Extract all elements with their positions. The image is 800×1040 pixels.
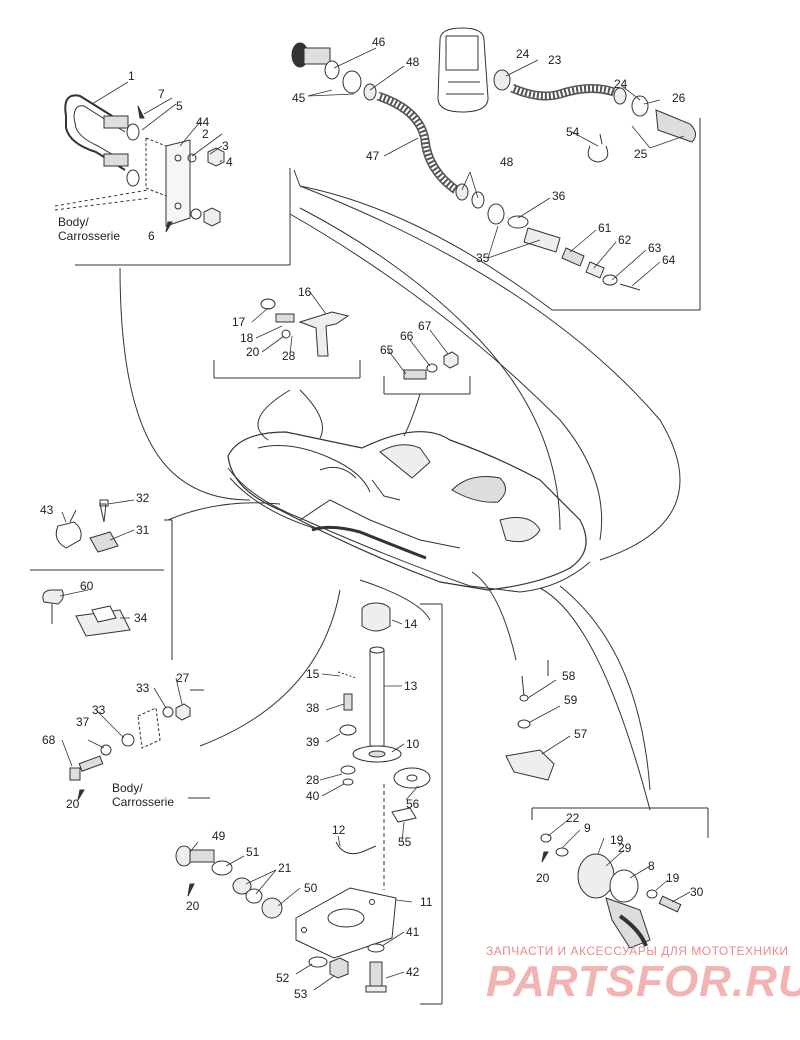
- callout-20b: 20: [66, 797, 80, 811]
- callout-8: 8: [648, 859, 655, 873]
- callout-51: 51: [246, 845, 260, 859]
- callout-37: 37: [76, 715, 90, 729]
- callout-47: 47: [366, 149, 380, 163]
- callout-13: 13: [404, 679, 418, 693]
- callout-45: 45: [292, 91, 306, 105]
- callout-36: 36: [552, 189, 566, 203]
- callout-3: 3: [222, 139, 229, 153]
- u-bolt-assembly: [54, 94, 291, 266]
- body-label-1-line2: Carrosserie: [58, 229, 120, 243]
- callout-58: 58: [562, 669, 576, 683]
- lower-left-fasteners: [69, 689, 210, 801]
- callout-66: 66: [400, 329, 414, 343]
- callout-15: 15: [306, 667, 320, 681]
- callout-24a: 24: [516, 47, 530, 61]
- callout-48b: 48: [500, 155, 514, 169]
- callout-59: 59: [564, 693, 578, 707]
- callout-29: 29: [618, 841, 632, 855]
- callout-21: 21: [278, 861, 292, 875]
- callout-numbers: 1 2 3 4 5 6 7 8 9 10 11 12 13 14 15 16 1…: [40, 35, 704, 1001]
- callout-39: 39: [306, 735, 320, 749]
- watermark-logo: PARTSFOR.RU: [486, 957, 800, 1006]
- callout-16: 16: [298, 285, 312, 299]
- callout-32: 32: [136, 491, 150, 505]
- bracket-assembly: [213, 298, 471, 395]
- callout-64: 64: [662, 253, 676, 267]
- callout-60: 60: [80, 579, 94, 593]
- leader-lines: [59, 47, 691, 991]
- callout-28a: 28: [282, 349, 296, 363]
- callout-28b: 28: [306, 773, 320, 787]
- callout-1: 1: [128, 69, 135, 83]
- callout-43: 43: [40, 503, 54, 517]
- callout-61: 61: [598, 221, 612, 235]
- callout-52: 52: [276, 971, 290, 985]
- watermark-tagline: ЗАПЧАСТИ И АКСЕССУАРЫ ДЛЯ МОТОТЕХНИКИ: [486, 944, 789, 958]
- callout-24b: 24: [614, 77, 628, 91]
- clips-and-fasteners: [30, 499, 173, 660]
- callout-40: 40: [306, 789, 320, 803]
- callout-50: 50: [304, 881, 318, 895]
- body-label-2-line1: Body/: [112, 781, 143, 795]
- callout-33a: 33: [136, 681, 150, 695]
- callout-18: 18: [240, 331, 254, 345]
- callout-31: 31: [136, 523, 150, 537]
- callout-25: 25: [634, 147, 648, 161]
- callout-54: 54: [566, 125, 580, 139]
- callout-5: 5: [176, 99, 183, 113]
- body-label-1-line1: Body/: [58, 215, 89, 229]
- callout-46: 46: [372, 35, 386, 49]
- callout-65: 65: [380, 343, 394, 357]
- callout-68: 68: [42, 733, 56, 747]
- callout-55: 55: [398, 835, 412, 849]
- callout-35: 35: [476, 251, 490, 265]
- callout-67: 67: [418, 319, 432, 333]
- callout-2: 2: [202, 127, 209, 141]
- callout-57: 57: [574, 727, 588, 741]
- callout-38: 38: [306, 701, 320, 715]
- callout-17: 17: [232, 315, 246, 329]
- callout-6: 6: [148, 229, 155, 243]
- callout-56: 56: [406, 797, 420, 811]
- callout-27: 27: [176, 671, 190, 685]
- drain-assembly: [505, 660, 709, 949]
- callout-26: 26: [672, 91, 686, 105]
- callout-19a: 19: [610, 833, 624, 847]
- vent-hose-assembly: [291, 27, 701, 311]
- callout-44: 44: [196, 115, 210, 129]
- callout-20d: 20: [536, 871, 550, 885]
- callout-14: 14: [404, 617, 418, 631]
- callout-4: 4: [226, 155, 233, 169]
- callout-7: 7: [158, 87, 165, 101]
- body-labels: Body/ Carrosserie Body/ Carrosserie: [58, 215, 174, 809]
- callout-41: 41: [406, 925, 420, 939]
- watercraft-hull: [119, 185, 681, 811]
- callout-53: 53: [294, 987, 308, 1001]
- callout-12: 12: [332, 823, 346, 837]
- callout-11: 11: [420, 895, 433, 909]
- callout-19b: 19: [666, 871, 680, 885]
- callout-48a: 48: [406, 55, 420, 69]
- callout-63: 63: [648, 241, 662, 255]
- callout-42: 42: [406, 965, 420, 979]
- callout-23: 23: [548, 53, 562, 67]
- callout-10: 10: [406, 737, 420, 751]
- callout-30: 30: [690, 885, 704, 899]
- callout-62: 62: [618, 233, 632, 247]
- body-label-2-line2: Carrosserie: [112, 795, 174, 809]
- callout-22: 22: [566, 811, 580, 825]
- callout-9: 9: [584, 821, 591, 835]
- callout-49: 49: [212, 829, 226, 843]
- post-assembly: [175, 602, 443, 1005]
- callout-33b: 33: [92, 703, 106, 717]
- callout-20a: 20: [246, 345, 260, 359]
- callout-20c: 20: [186, 899, 200, 913]
- callout-34: 34: [134, 611, 148, 625]
